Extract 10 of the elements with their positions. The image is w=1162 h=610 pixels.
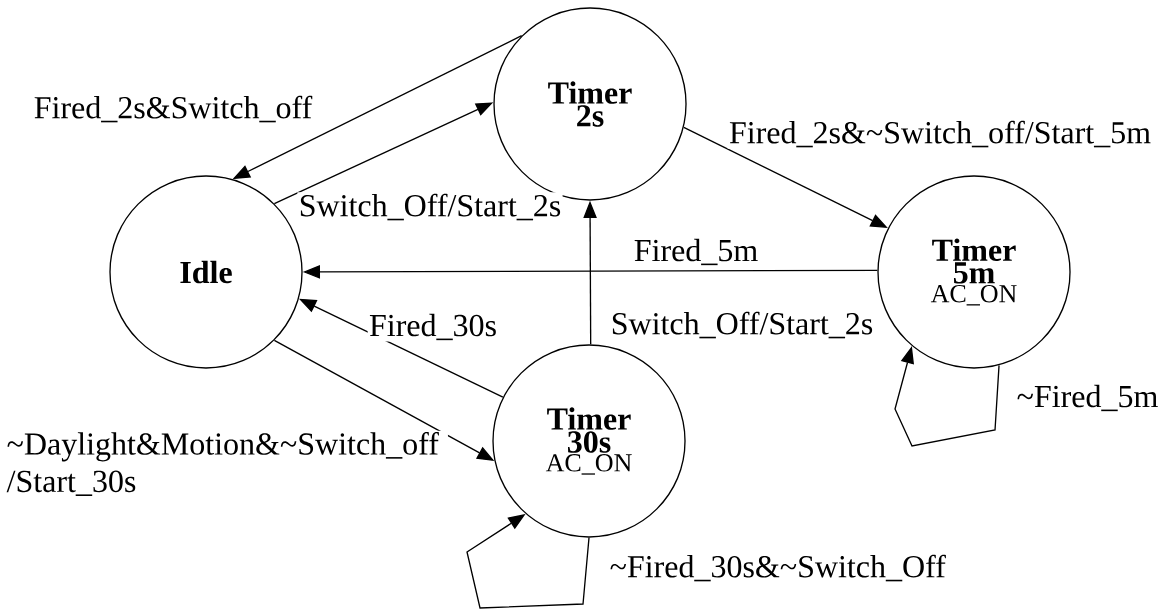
edge-label: ~Daylight&Motion&~Switch_off /Start_30s bbox=[5, 430, 448, 498]
edge-label: ~Fired_5m bbox=[1015, 383, 1160, 413]
edge-label: ~Fired_30s&~Switch_Off bbox=[608, 553, 948, 583]
edge-label: Switch_Off/Start_2s bbox=[609, 310, 875, 340]
self-loop-arrow bbox=[466, 514, 590, 609]
edge-label: Switch_Off/Start_2s bbox=[297, 192, 563, 222]
edge-label: Fired_5m bbox=[632, 237, 760, 267]
edge-label: Fired_2s&~Switch_off/Start_5m bbox=[727, 119, 1153, 149]
edge-label: Fired_2s&Switch_off bbox=[32, 94, 314, 124]
edge-label: Fired_30s bbox=[367, 312, 499, 342]
